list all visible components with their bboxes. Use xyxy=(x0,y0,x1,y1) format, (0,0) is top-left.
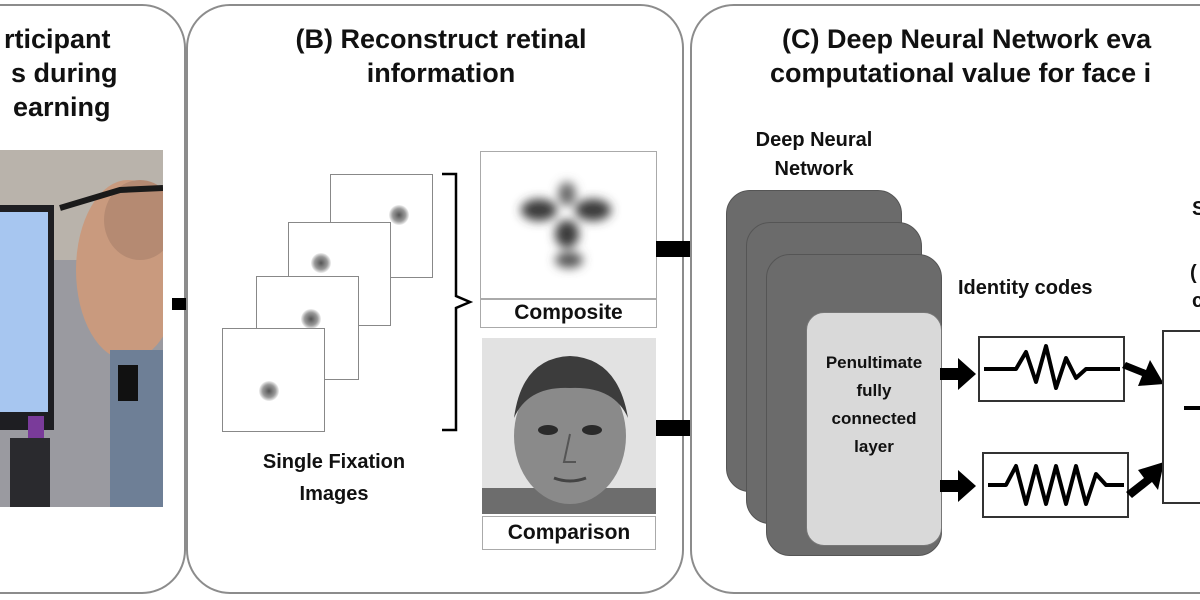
similarity-box xyxy=(1162,330,1200,504)
identity-codes-label: Identity codes xyxy=(958,277,1093,299)
panel-b-title-line1: (B) Reconstruct retinal xyxy=(295,24,587,54)
dnn-label: Deep Neural Network xyxy=(726,126,902,184)
fixations-label-line2: Images xyxy=(299,483,369,505)
fixations-label-line1: Single Fixation xyxy=(262,451,406,473)
cut-label-2: ( xyxy=(1190,262,1197,284)
panel-a-title-line2: s during xyxy=(11,58,118,88)
dnn-label-line2: Network xyxy=(774,158,854,180)
identity-code-box-2 xyxy=(982,452,1129,518)
comparison-label: Comparison xyxy=(482,516,656,550)
fixation-image-1 xyxy=(222,328,325,432)
fixations-label: Single Fixation Images xyxy=(232,446,436,510)
composite-label: Composite xyxy=(480,298,657,328)
layer-label-line4: layer xyxy=(854,437,894,456)
cut-label-1: S xyxy=(1192,198,1200,220)
penultimate-layer-box: Penultimate fully connected layer xyxy=(806,312,942,546)
identity-code-waveform-1 xyxy=(984,344,1120,390)
panel-a-title-line1: rticipant xyxy=(4,24,111,54)
panel-c-title-line1: (C) Deep Neural Network eva xyxy=(782,24,1152,54)
layer-label-line3: connected xyxy=(831,409,917,428)
panel-c-title-line2: computational value for face i xyxy=(770,58,1152,88)
dnn-label-line1: Deep Neural xyxy=(755,129,873,151)
identity-code-box-1 xyxy=(978,336,1125,402)
panel-b-title-line2: information xyxy=(366,58,516,88)
panel-a-title: rticipant s during earning xyxy=(0,22,132,124)
participant-photo xyxy=(0,150,163,507)
similarity-box-dash xyxy=(1184,406,1200,410)
panel-b-title: (B) Reconstruct retinal information xyxy=(246,22,636,90)
panel-a-title-line3: earning xyxy=(13,92,111,122)
layer-label-line2: fully xyxy=(856,381,892,400)
panel-c-title: (C) Deep Neural Network eva computationa… xyxy=(770,22,1200,90)
cut-label-3: c xyxy=(1192,290,1200,312)
layer-label-line1: Penultimate xyxy=(825,353,923,372)
composite-image xyxy=(480,151,657,300)
identity-code-waveform-2 xyxy=(988,464,1124,506)
comparison-face-photo xyxy=(482,338,656,514)
